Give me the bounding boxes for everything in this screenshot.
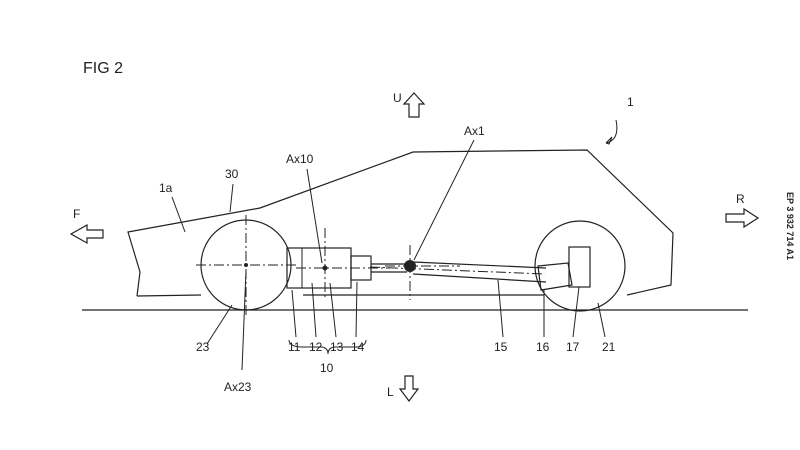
- label-wheel-rear: 21: [602, 340, 616, 354]
- label-part-15: 15: [494, 340, 508, 354]
- figure-title: FIG 2: [83, 60, 123, 77]
- arrow-down-icon: [400, 376, 418, 401]
- arrow-right-icon: [726, 209, 758, 227]
- rear-wheel: [535, 221, 625, 311]
- direction-up-label: U: [393, 91, 402, 105]
- label-axis-1: Ax1: [464, 124, 485, 138]
- label-vehicle: 1: [627, 95, 634, 109]
- direction-front-label: F: [73, 207, 80, 221]
- propeller-shaft: [370, 262, 546, 282]
- label-wheel-front: 23: [196, 340, 210, 354]
- label-part-12: 12: [309, 340, 323, 354]
- label-part-16: 16: [536, 340, 550, 354]
- direction-rear-label: R: [736, 192, 745, 206]
- label-part-11: 11: [288, 340, 301, 354]
- direction-down-label: L: [387, 385, 394, 399]
- label-axis-23: Ax23: [224, 380, 252, 394]
- label-part-13: 13: [330, 340, 344, 354]
- label-outline: 30: [225, 167, 239, 181]
- label-part-17: 17: [566, 340, 580, 354]
- arrow-left-icon: [71, 225, 103, 243]
- label-body: 1a: [159, 181, 173, 195]
- arrow-up-icon: [404, 93, 424, 117]
- label-axis-10: Ax10: [286, 152, 314, 166]
- publication-number: EP 3 932 714 A1: [785, 192, 795, 260]
- label-part-14: 14: [351, 340, 365, 354]
- leader-lines: [172, 120, 617, 370]
- label-unit-10: 10: [320, 361, 334, 375]
- front-wheel: [196, 215, 296, 315]
